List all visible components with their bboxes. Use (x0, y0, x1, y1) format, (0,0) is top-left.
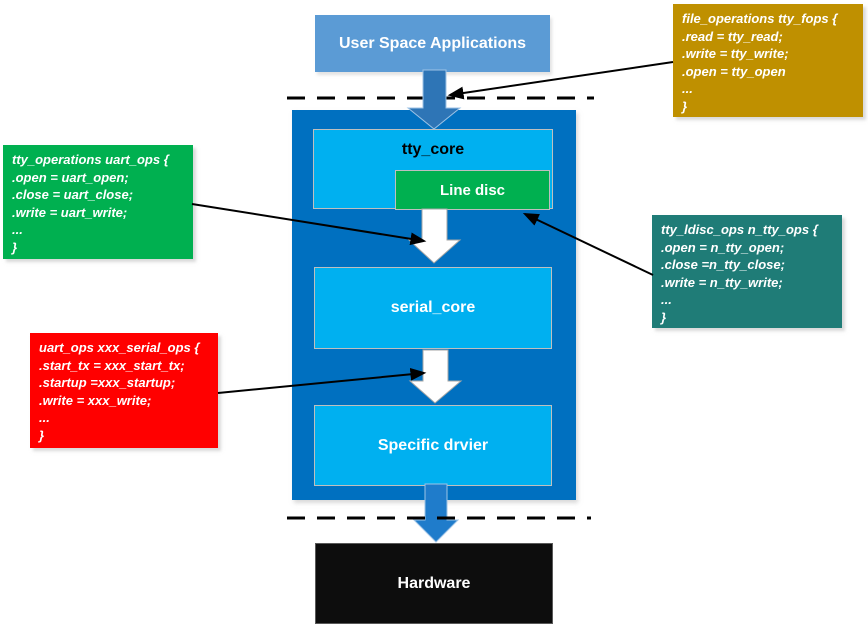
annotation-line: .close =n_tty_close; (661, 257, 785, 272)
user-space-applications-box: User Space Applications (315, 15, 550, 72)
user-space-applications-label: User Space Applications (338, 34, 527, 52)
annotation-line: tty_ldisc_ops n_tty_ops { (661, 222, 818, 237)
hardware-box: Hardware (315, 543, 553, 624)
uart-ops-annotation: tty_operations uart_ops { .open = uart_op… (3, 145, 193, 259)
annotation-line: } (12, 239, 18, 255)
annotation-line: .open = uart_open; (12, 169, 129, 185)
serial-core-label: serial_core (390, 299, 476, 316)
annotation-line: ... (39, 410, 50, 425)
tty-core-label: tty_core (401, 141, 465, 158)
hardware-label: Hardware (397, 574, 471, 592)
annotation-line: uart_ops xxx_serial_ops { (39, 340, 200, 355)
annotation-line: .startup =xxx_startup; (39, 375, 176, 390)
annotation-line: .write = n_tty_write; (661, 274, 783, 290)
annotation-line: .open = n_tty_open; (661, 239, 785, 255)
annotation-line: .open = tty_open (682, 63, 786, 79)
specific-driver-label: Specific drvier (377, 436, 489, 454)
annotation-line: } (661, 309, 667, 325)
annotation-line: file_operations tty_fops { (682, 11, 838, 26)
annotation-line: ... (12, 222, 23, 237)
annotation-line: .write = xxx_write; (39, 392, 152, 408)
annotation-line: ... (661, 292, 672, 307)
annotation-line: .write = tty_write; (682, 46, 789, 61)
line-disc-box: Line disc (395, 170, 550, 210)
annotation-line: } (39, 427, 45, 443)
annotation-line: tty_operations uart_ops { (12, 152, 169, 167)
xxx-serial-ops-annotation: uart_ops xxx_serial_ops { .start_tx = xxx… (30, 333, 218, 448)
annotation-line: } (682, 98, 688, 114)
line-disc-label: Line disc (439, 181, 506, 199)
n-tty-ops-annotation: tty_ldisc_ops n_tty_ops { .open = n_tty_o… (652, 215, 842, 328)
annotation-line: ... (682, 81, 693, 96)
annotation-line: .close = uart_close; (12, 187, 134, 202)
tty-fops-annotation: file_operations tty_fops { .read = tty_re… (673, 4, 863, 117)
specific-driver-box: Specific drvier (314, 405, 552, 486)
annotation-line: .read = tty_read; (682, 28, 783, 44)
annotation-line: .write = uart_write; (12, 204, 128, 220)
serial-core-box: serial_core (314, 267, 552, 349)
annotation-line: .start_tx = xxx_start_tx; (39, 357, 185, 373)
